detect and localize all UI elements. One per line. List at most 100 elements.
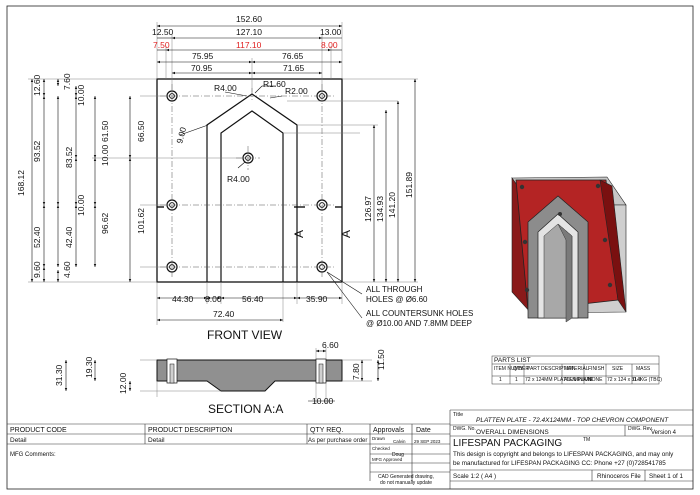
tb-product-code: PRODUCT CODE [10,427,67,434]
tb-company: LIFESPAN PACKAGING [453,438,562,449]
dim-13-00: 13.00 [320,27,342,37]
tb-title-value: PLATTEN PLATE - 72.4X124MM - TOP CHEVRON… [476,417,669,424]
tb-dwg-rev-value: Version 4 [651,430,677,436]
tb-title-label: Title [453,412,463,418]
tb-approvals: Approvals [373,427,405,434]
dim-8-00: 8.00 [321,40,338,50]
dim-151-89: 151.89 [404,172,414,198]
dim-66-50: 66.50 [136,120,146,142]
dim-7-50: 7.50 [153,40,170,50]
pl-h-mass: MASS [636,366,651,372]
dim-42-40: 42.40 [64,226,74,248]
dim-10-00-b: 10.00 [100,144,110,166]
bottom-dimension-texts: 44.30 8.00 56.40 35.90 72.40 [172,294,328,319]
pl-h-size: SIZE [612,366,624,372]
extension-lines [28,22,418,325]
dim-117-10: 117.10 [236,40,262,50]
pl-desc: 72 x 124MM PLATTEN PLATE [525,377,594,383]
dim-83-52: 83.52 [64,146,74,168]
section-mark-a-1: A [292,230,306,238]
dim-10-00-c: 10.00 [76,194,86,216]
tb-drawn-by: Calvin [393,439,406,444]
note-through-holes-1: ALL THROUGH [366,285,423,294]
pl-h-material: MATERIAL [564,366,589,372]
tb-copyright-1: This design is copyright and belongs to … [453,451,674,458]
pl-material: ALUMINIUM [564,377,592,383]
tb-mfg-approved: MFG Approved [372,457,403,462]
tb-dwg-rev-label: DWG. Rev. [628,426,653,432]
tb-drawn-label: Drawn [372,436,386,441]
dim-7-60: 7.60 [62,73,72,90]
tb-trademark: TM [583,437,590,443]
pl-h-qty: QTY [513,366,524,372]
left-dimension-texts: 168.12 12.60 7.60 10.00 61.50 66.50 93.5… [16,73,146,278]
dim-168-12: 168.12 [16,170,26,196]
tb-dwg-no-value: OVERALL DIMENSIONS [476,429,549,436]
tb-product-desc: PRODUCT DESCRIPTION [148,427,232,434]
dim-7-80: 7.80 [351,363,361,380]
radius-texts: R1.60 R4.00 R2.00 R4.00 9.00 [174,79,308,184]
radius-r4-00-top: R4.00 [214,83,237,93]
tb-detail-1: Detail [10,437,27,444]
top-dimension-texts: 152.60 127.10 12.50 13.00 75.95 76.65 70… [152,14,342,73]
tb-scale: Scale 1:2 ( A4 ) [453,473,496,480]
dim-6-60: 6.60 [322,340,339,350]
title-block-lines [7,409,693,489]
pl-item: 1 [499,377,502,383]
hole-notes: ALL THROUGH HOLES @ Ø6.60 ALL COUNTERSUN… [366,285,473,328]
dim-8-00-b: 8.00 [205,294,222,304]
dim-70-95: 70.95 [191,63,213,73]
tb-dwg-no-label: DWG. No. [453,426,476,432]
tb-cad-2: do not manually update [380,480,432,486]
front-view: 152.60 127.10 12.50 13.00 75.95 76.65 70… [16,14,473,342]
dim-126-97: 126.97 [363,196,373,222]
dim-11-50: 11.50 [376,349,386,370]
right-dimension-texts: 126.97 134.93 141.20 151.89 [363,172,414,222]
dim-10-00-d: 10.00 [312,396,334,406]
title-block-text: PRODUCT CODE PRODUCT DESCRIPTION QTY REQ… [10,412,683,486]
dim-134-93: 134.93 [375,196,385,222]
red-dimension-texts: 7.50 117.10 8.00 [153,40,338,50]
dim-152-60: 152.60 [236,14,262,24]
tb-mfg-comments: MFG Comments: [10,452,56,458]
parts-list-text: PARTS LIST ITEM NUMBER QTY PART DESCRIPT… [494,357,662,383]
chevron-inner [220,110,284,282]
section-view: 31.30 19.30 12.00 6.60 7.80 11.50 10.00 … [54,340,386,416]
dim-12-50: 12.50 [152,27,174,37]
dim-75-95: 75.95 [192,51,214,61]
dim-93-52: 93.52 [32,140,42,162]
radius-r1-60: R1.60 [263,79,286,89]
dim-12-60: 12.60 [32,74,42,96]
dim-61-50: 61.50 [100,120,110,142]
dim-96-62: 96.62 [100,212,110,234]
tb-cad-1: CAD Generated drawing, [378,474,434,480]
sheet-border [6,5,694,490]
front-view-label: FRONT VIEW [207,328,283,342]
pl-finish: NONE [588,377,603,383]
note-countersunk-1: ALL COUNTERSUNK HOLES [366,309,473,318]
tb-sheet: Sheet 1 of 1 [649,473,683,480]
radius-r4-00-centre: R4.00 [227,174,250,184]
pl-h-finish: FINISH [588,366,605,372]
tb-detail-2: Detail [148,437,165,444]
pl-h-item: ITEM NUMBER [494,366,529,372]
tb-drawn-date: 29 SEP 2023 [414,439,441,444]
tb-qty: QTY REQ. [310,427,343,434]
dim-19-30: 19.30 [84,356,94,378]
isometric-render [511,176,627,323]
tb-copyright-2: be manufactured for LIFESPAN PACKAGING C… [453,460,666,467]
dim-76-65: 76.65 [282,51,304,61]
dim-35-90: 35.90 [306,294,328,304]
tb-purchase: As per purchase order [308,438,367,444]
section-view-label: SECTION A:A [208,402,283,416]
dim-52-40: 52.40 [32,226,42,248]
dimension-lines [30,24,417,322]
section-marks: A A [292,230,353,238]
dim-141-20: 141.20 [387,192,397,218]
pl-mass: 0.4KG (TBC) [633,377,662,383]
dim-56-40: 56.40 [242,294,264,304]
tb-checked-by: Doug [392,452,404,458]
dim-72-40: 72.40 [213,309,235,319]
dim-10-00-a: 10.00 [76,84,86,106]
